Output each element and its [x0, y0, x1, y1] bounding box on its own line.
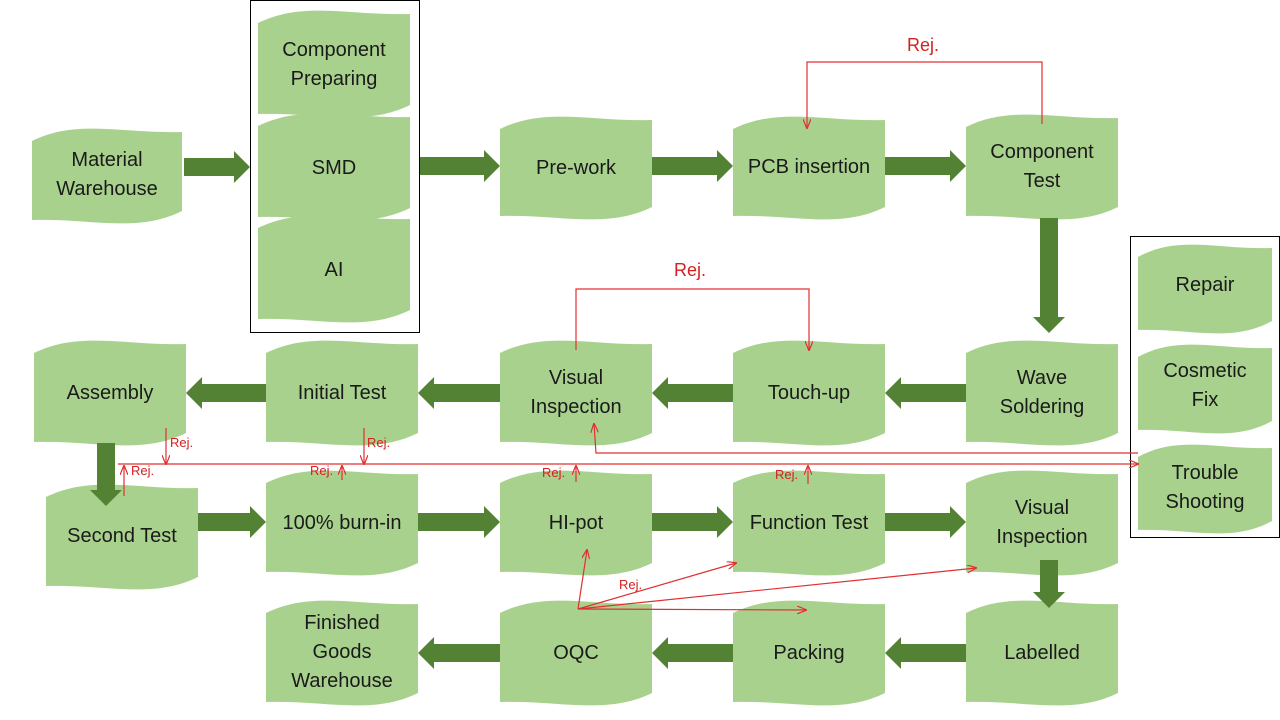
- function-test-shape: [733, 470, 885, 576]
- labelled-shape: [966, 600, 1118, 706]
- flow-arrow-pcb-to-comptest: [885, 150, 966, 182]
- reject-loop-visual-inspection: [575, 288, 809, 350]
- flow-arrow-initial-to-assembly: [186, 377, 266, 409]
- reject-label-burn-in: Rej.: [310, 463, 334, 478]
- component-test-shape: [966, 114, 1118, 220]
- oqc-shape: [500, 600, 652, 706]
- visual-inspection-2-shape: [966, 470, 1118, 576]
- reject-label-visual-inspection: Rej.: [674, 260, 707, 280]
- flow-arrow-burnin-to-hipot: [418, 506, 500, 538]
- burn-in-shape: [266, 470, 418, 576]
- flow-arrow-packing-to-oqc: [652, 637, 733, 669]
- reject-label-oqc: Rej.: [619, 577, 643, 592]
- pcb-insertion-shape: [733, 116, 885, 220]
- initial-test-shape: [266, 340, 418, 446]
- flow-arrow-assembly-to-second: [90, 443, 122, 506]
- packing-shape: [733, 600, 885, 706]
- reject-label-component-test: Rej.: [907, 35, 940, 55]
- component-preparing-shape: [258, 10, 410, 118]
- reject-line-oqc-to-hipot: [577, 550, 587, 610]
- reject-label-hi-pot: Rej.: [542, 465, 566, 480]
- reject-line-oqc-to-packing: [577, 609, 806, 610]
- flow-arrow-visual2-to-labelled: [1033, 560, 1065, 608]
- second-test-shape: [46, 484, 198, 590]
- reject-line-oqc-to-function: [577, 563, 736, 610]
- smd-shape: [258, 113, 410, 221]
- visual-inspection-1-shape: [500, 340, 652, 446]
- reject-label-assembly: Rej.: [170, 435, 194, 450]
- flow-arrow-prep-to-prework: [420, 150, 500, 182]
- flow-arrow-hipot-to-function: [652, 506, 733, 538]
- reject-label-second-test: Rej.: [131, 463, 155, 478]
- wave-soldering-shape: [966, 340, 1118, 446]
- flow-arrow-touchup-to-visual: [652, 377, 733, 409]
- reject-line-oqc-to-visual2: [577, 568, 976, 610]
- trouble-shooting-shape: [1138, 444, 1272, 534]
- flow-arrow-comptest-to-wave: [1033, 218, 1065, 333]
- flow-arrow-second-to-burnin: [198, 506, 266, 538]
- reject-label-function-test: Rej.: [775, 467, 799, 482]
- material-warehouse-shape: [32, 128, 182, 224]
- reject-line-repair-return: [594, 424, 1138, 454]
- assembly-shape: [34, 340, 186, 446]
- preparation-group-frame: [250, 0, 420, 333]
- cosmetic-fix-shape: [1138, 344, 1272, 434]
- flow-arrow-wave-to-touchup: [885, 377, 966, 409]
- flow-arrow-function-to-visual2: [885, 506, 966, 538]
- flow-arrow-prework-to-pcb: [652, 150, 733, 182]
- flow-arrow-warehouse-to-prep: [184, 151, 250, 183]
- hi-pot-shape: [500, 470, 652, 576]
- repair-shape: [1138, 244, 1272, 334]
- reject-loop-component-test: [807, 61, 1043, 128]
- finished-goods-warehouse-shape: [266, 600, 418, 706]
- flow-arrow-oqc-to-finished: [418, 637, 500, 669]
- ai-shape: [258, 215, 410, 323]
- touch-up-shape: [733, 340, 885, 446]
- flow-arrow-labelled-to-packing: [885, 637, 966, 669]
- reject-label-initial-test: Rej.: [367, 435, 391, 450]
- flow-arrow-visual-to-initial: [418, 377, 500, 409]
- pre-work-shape: [500, 116, 652, 220]
